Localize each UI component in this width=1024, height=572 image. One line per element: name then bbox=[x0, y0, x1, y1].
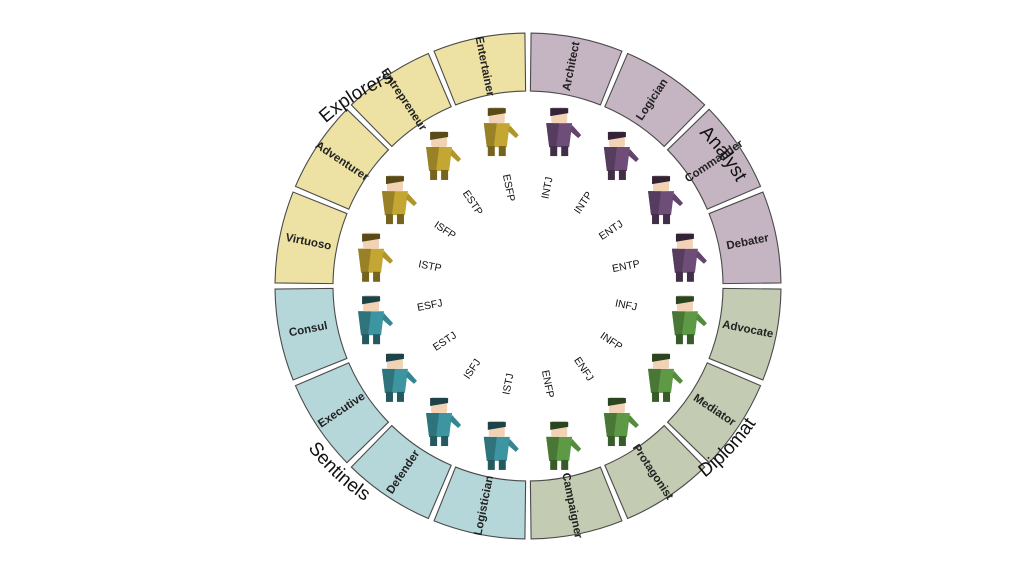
character-mediator-icon bbox=[648, 352, 684, 402]
segment-entertainer bbox=[433, 32, 527, 106]
segment-virtuoso bbox=[274, 191, 348, 285]
type-code-entj: ENTJ bbox=[597, 218, 625, 243]
segment-debater bbox=[708, 191, 782, 285]
segment-mediator bbox=[666, 362, 762, 464]
character-entertainer-icon bbox=[483, 107, 519, 157]
type-code-infp: INFP bbox=[598, 330, 625, 353]
character-logician-icon bbox=[603, 130, 639, 180]
character-commander-icon bbox=[648, 175, 684, 225]
segment-logistician bbox=[433, 466, 527, 540]
type-code-esfp: ESFP bbox=[500, 173, 517, 202]
character-advocate-icon bbox=[671, 295, 707, 345]
character-figures bbox=[358, 107, 707, 470]
type-code-enfj: ENFJ bbox=[571, 355, 596, 383]
segment-commander bbox=[666, 108, 762, 210]
character-adventurer-icon bbox=[381, 175, 417, 225]
segment-executive bbox=[294, 362, 390, 464]
segment-advocate bbox=[708, 287, 782, 381]
segment-adventurer bbox=[294, 108, 390, 210]
type-code-intj: INTJ bbox=[539, 176, 555, 200]
type-code-esfj: ESFJ bbox=[416, 297, 444, 314]
character-virtuoso-icon bbox=[358, 232, 394, 282]
character-debater-icon bbox=[671, 232, 707, 282]
type-code-istj: ISTJ bbox=[500, 372, 516, 396]
character-entrepreneur-icon bbox=[426, 130, 462, 180]
character-logistician-icon bbox=[483, 420, 519, 470]
segment-protagonist bbox=[604, 424, 706, 520]
character-protagonist-icon bbox=[603, 397, 639, 447]
outer-ring: ArchitectLogicianCommanderDebaterAdvocat… bbox=[274, 32, 782, 540]
segment-logician bbox=[604, 52, 706, 148]
type-code-istp: ISTP bbox=[417, 258, 442, 274]
segment-entrepreneur bbox=[350, 52, 452, 148]
type-code-isfj: ISFJ bbox=[461, 357, 483, 382]
type-code-enfp: ENFP bbox=[539, 369, 556, 399]
type-code-entp: ENTP bbox=[611, 258, 641, 275]
segment-defender bbox=[350, 424, 452, 520]
type-code-estj: ESTJ bbox=[431, 329, 459, 353]
segment-architect bbox=[529, 32, 623, 106]
type-code-isfp: ISFP bbox=[432, 219, 458, 242]
type-code-intp: INTP bbox=[572, 190, 595, 217]
character-executive-icon bbox=[381, 352, 417, 402]
character-defender-icon bbox=[426, 397, 462, 447]
segment-consul bbox=[274, 287, 348, 381]
type-code-estp: ESTP bbox=[460, 188, 485, 217]
character-consul-icon bbox=[358, 295, 394, 345]
character-campaigner-icon bbox=[546, 420, 582, 470]
type-code-infj: INFJ bbox=[614, 297, 638, 313]
character-architect-icon bbox=[546, 107, 582, 157]
segment-campaigner bbox=[529, 466, 623, 540]
